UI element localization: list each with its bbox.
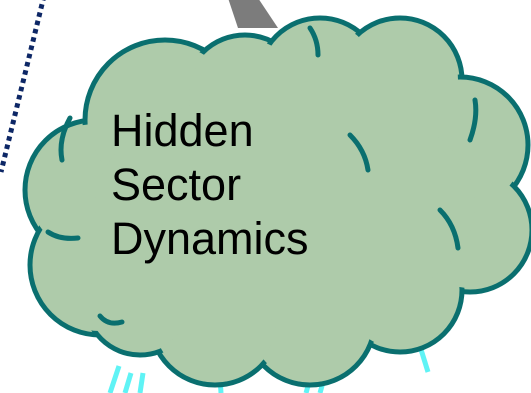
cloud-shape (22, 15, 531, 388)
emission-line (122, 372, 134, 393)
cloud-label-line: Dynamics (111, 213, 309, 264)
emission-line (107, 365, 122, 393)
emission-line (137, 372, 146, 393)
cloud-label-line: Sector (111, 159, 242, 210)
cloud-label: Hidden Sector Dynamics (111, 104, 371, 266)
cloud-label-line: Hidden (111, 105, 254, 156)
gray-arrow-icon (228, 0, 278, 28)
